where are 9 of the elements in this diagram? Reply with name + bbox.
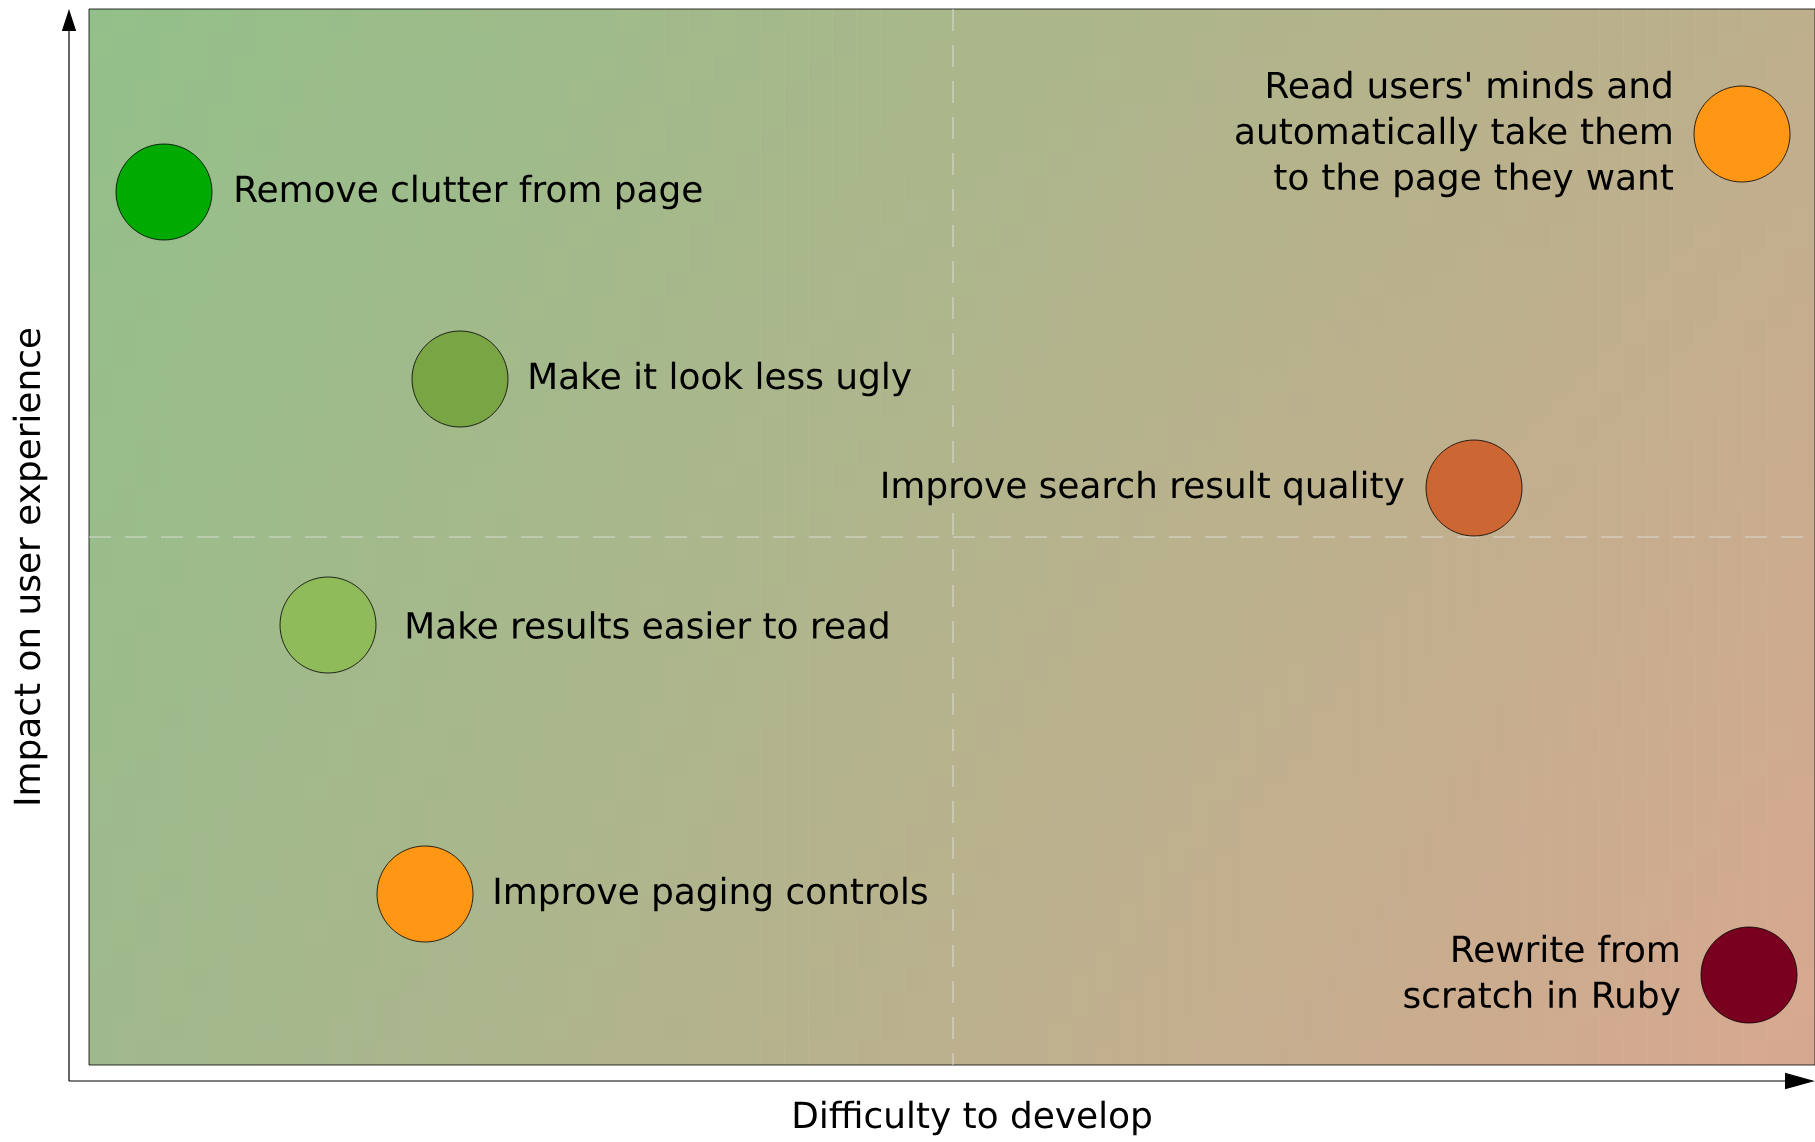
item-label: Rewrite from scratch in Ruby [1404,934,1680,1016]
item-label: Improve search result quality [883,470,1404,506]
axis-label: Difficulty to develop [794,1100,1151,1136]
item-label: Remove clutter from page [236,174,702,210]
item-label: Make it look less ugly [530,361,911,397]
item-label: Improve paging controls [495,876,927,912]
item-label: Read users' minds and automatically take them to the page they want [1236,70,1673,198]
axis-label: Impact on user experience [12,328,48,804]
item-label: Make results easier to read [407,611,888,639]
